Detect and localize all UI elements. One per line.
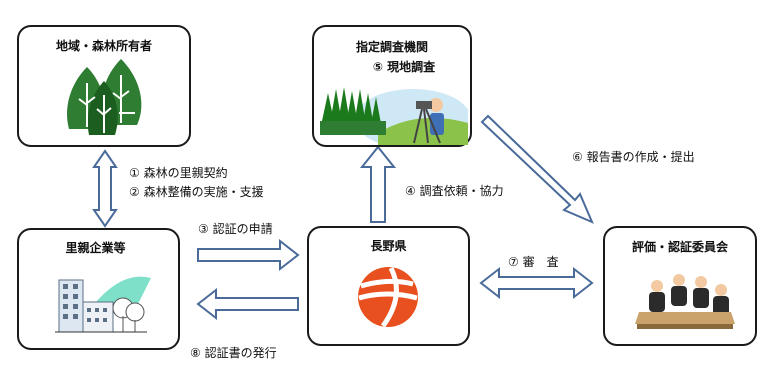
company-box: 里親企業等 [17,228,180,350]
owner-title: 地域・森林所有者 [55,39,152,53]
arrow-survey-request [359,145,397,223]
step4-label: ④ 調査依頼・協力 [405,184,504,198]
step2-label: ② 森林整備の実施・支援 [129,185,264,199]
office-building-icon [55,276,151,333]
step3-label: ③ 認証の申請 [198,222,273,236]
committee-title: 評価・認証委員会 [631,240,728,254]
company-title: 里親企業等 [65,241,126,255]
arrow-application [197,238,300,272]
arrow-issuance [196,287,299,321]
forest-trees-icon [67,59,142,135]
arrow-owner-company [92,149,118,228]
surveyor-icon [320,87,468,145]
step7-label: ⑦ 審 査 [508,255,559,269]
step1-label: ① 森林の里親契約 [129,166,228,180]
agency-box: 指定調査機関 ⑤ 現地調査 [312,25,472,147]
nagano-title: 長野県 [370,239,407,253]
arrow-review [479,266,594,300]
meeting-icon [635,274,735,329]
owner-box: 地域・森林所有者 [17,25,191,147]
agency-subtitle: ⑤ 現地調査 [372,60,436,74]
nagano-box: 長野県 [307,226,470,346]
agency-title: 指定調査機関 [355,40,428,54]
arrow-report [480,114,594,224]
step8-label: ⑧ 認証書の発行 [190,346,277,360]
nagano-emblem-icon [358,266,418,328]
step6-label: ⑥ 報告書の作成・提出 [572,150,695,164]
committee-box: 評価・認証委員会 [603,226,757,346]
